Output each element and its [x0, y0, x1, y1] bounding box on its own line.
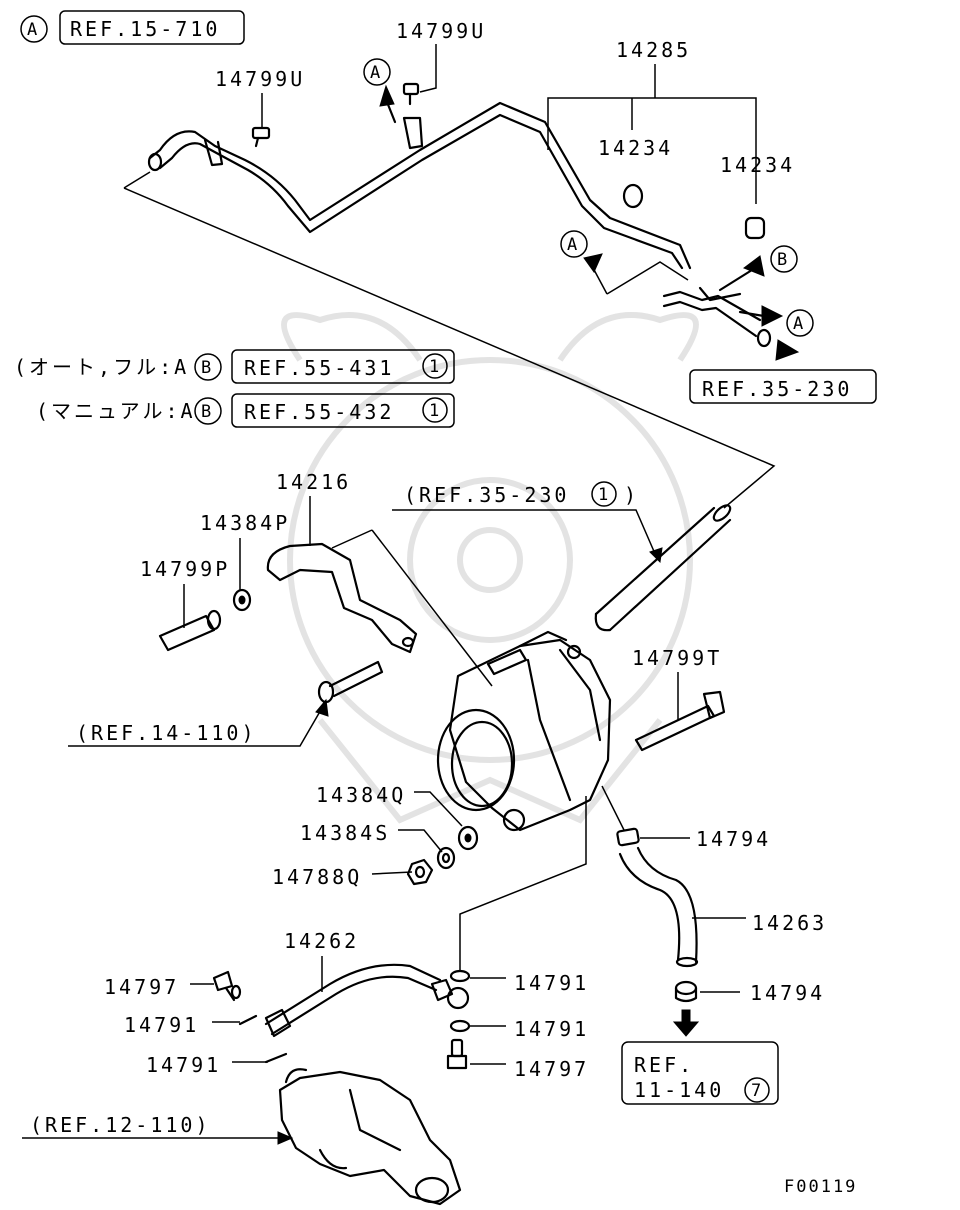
- ref-15-710-label[interactable]: REF.15-710: [70, 17, 220, 41]
- pipe-end-assembly: [662, 286, 772, 348]
- bolt-14799u-right: [402, 82, 420, 106]
- ref-14-110-label[interactable]: (REF.14-110): [76, 721, 257, 745]
- marker-b-manual: B: [201, 402, 213, 422]
- bolt-14799p: [158, 609, 222, 652]
- label-14262[interactable]: 14262: [284, 929, 359, 953]
- label-14797-b[interactable]: 14797: [514, 1057, 589, 1081]
- label-14791-c[interactable]: 14791: [124, 1013, 199, 1037]
- watermark-emblem: [281, 312, 699, 824]
- label-14794-lower[interactable]: 14794: [750, 981, 825, 1005]
- marker-b-top: B: [777, 250, 789, 270]
- arrow-a-mid-icon: [583, 253, 603, 274]
- label-14384s[interactable]: 14384S: [300, 821, 390, 845]
- ref-55-432-label[interactable]: REF.55-432: [244, 400, 394, 424]
- ref-11-140-label-line1[interactable]: REF.: [634, 1053, 694, 1077]
- label-14234-left[interactable]: 14234: [598, 136, 673, 160]
- pivot-bolt: [317, 660, 384, 704]
- bolt-14799u-left: [251, 126, 271, 148]
- marker-a-right: A: [793, 314, 805, 334]
- label-14791-a[interactable]: 14791: [514, 971, 589, 995]
- marker-a-mid: A: [567, 235, 579, 255]
- vacuum-pump-alternator: [436, 630, 612, 832]
- cap-14234-left: [622, 183, 644, 209]
- label-14794-upper[interactable]: 14794: [696, 827, 771, 851]
- ref-35-230-paren-label[interactable]: (REF.35-230: [404, 483, 569, 507]
- bolt-14797-right: [446, 1038, 468, 1070]
- label-14263[interactable]: 14263: [752, 911, 827, 935]
- washer-14791-upper-right: [449, 969, 471, 983]
- arrow-down-icon: [672, 1009, 700, 1037]
- clamp-14794-lower: [674, 980, 698, 1003]
- arrow-ref-12-110-icon: [277, 1131, 294, 1145]
- pipe-assembly-14285: [147, 101, 692, 270]
- marker-b-auto: B: [201, 358, 213, 378]
- bolt-14799t: [634, 690, 726, 752]
- marker-1-c: 1: [598, 485, 610, 505]
- hose-14263: [618, 846, 699, 968]
- label-14788q[interactable]: 14788Q: [272, 865, 362, 889]
- washer-14791-left-upper: [238, 1014, 258, 1026]
- label-14799u-left[interactable]: 14799U: [215, 67, 305, 91]
- arrow-ref-35-230-icon: [775, 339, 800, 361]
- marker-7: 7: [751, 1081, 763, 1101]
- label-14384p[interactable]: 14384P: [200, 511, 290, 535]
- ref-35-230-box-label[interactable]: REF.35-230: [702, 377, 852, 401]
- ref-55-431-label[interactable]: REF.55-431: [244, 356, 394, 380]
- ref-12-110-label[interactable]: (REF.12-110): [30, 1113, 211, 1137]
- oil-pipe-14262: [264, 963, 470, 1038]
- label-14285[interactable]: 14285: [616, 38, 691, 62]
- vacuum-hose: [594, 504, 732, 632]
- label-14791-b[interactable]: 14791: [514, 1017, 589, 1041]
- marker-1-a: 1: [429, 357, 441, 377]
- label-14384q[interactable]: 14384Q: [316, 783, 406, 807]
- bolt-14797-left: [212, 970, 242, 1002]
- clamp-14794-upper: [616, 827, 640, 847]
- label-14216[interactable]: 14216: [276, 470, 351, 494]
- washer-14384q: [457, 825, 479, 851]
- label-14799u-right[interactable]: 14799U: [396, 19, 486, 43]
- bracket-14216: [266, 542, 418, 654]
- label-14799t[interactable]: 14799T: [632, 646, 722, 670]
- washer-14384p: [232, 588, 252, 612]
- arrow-a-up-icon: [379, 84, 395, 107]
- ref-15-710-group: A REF.15-710: [20, 10, 245, 45]
- washer-14384s: [436, 846, 456, 870]
- label-14797-a[interactable]: 14797: [104, 975, 179, 999]
- engine-block-fragment: [278, 1068, 462, 1206]
- label-auto-full: (オート,フル:A: [14, 355, 189, 379]
- nut-14788q: [406, 858, 434, 886]
- marker-a: A: [27, 20, 39, 40]
- ref-35-230-paren-close: ): [624, 483, 639, 507]
- arrow-ref-14-110-icon: [315, 698, 329, 717]
- washer-14791-left-lower: [264, 1052, 288, 1064]
- label-14234-right[interactable]: 14234: [720, 153, 795, 177]
- arrow-b-icon: [742, 255, 765, 277]
- label-manual: (マニュアル:A: [36, 399, 196, 423]
- figure-code: F00119: [784, 1177, 857, 1197]
- washer-14791-lower-right: [449, 1019, 471, 1033]
- cap-14234-right: [744, 216, 766, 240]
- label-14799p[interactable]: 14799P: [140, 557, 230, 581]
- ref-11-140-label-line2[interactable]: 11-140: [634, 1078, 724, 1102]
- marker-a-top: A: [370, 63, 382, 83]
- label-14791-d[interactable]: 14791: [146, 1053, 221, 1077]
- marker-1-b: 1: [429, 401, 441, 421]
